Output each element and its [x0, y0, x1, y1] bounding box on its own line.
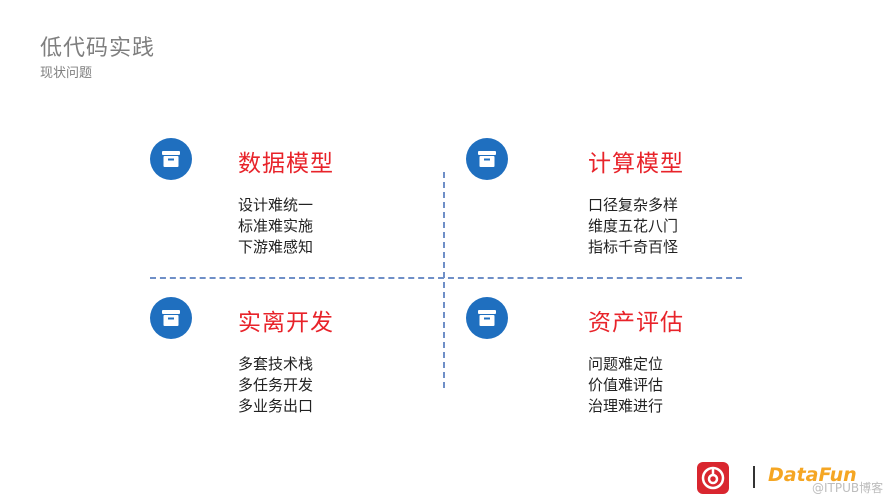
list-item: 多套技术栈	[238, 355, 314, 373]
archive-box-icon	[150, 138, 192, 180]
archive-box-icon	[466, 138, 508, 180]
archive-box-icon	[466, 297, 508, 339]
quadrant-title: 数据模型	[238, 151, 334, 177]
list-item: 问题难定位	[588, 355, 664, 373]
page-title: 低代码实践	[40, 36, 156, 61]
list-item: 治理难进行	[588, 397, 664, 415]
list-item: 标准难实施	[238, 217, 314, 235]
netease-logo-icon	[697, 462, 729, 494]
page-subtitle: 现状问题	[40, 66, 93, 81]
quadrant-title: 资产评估	[588, 310, 684, 336]
quadrant-title: 实离开发	[238, 310, 334, 336]
list-item: 价值难评估	[588, 376, 664, 394]
list-item: 多任务开发	[238, 376, 314, 394]
datafun-logo: DataFun	[768, 464, 857, 486]
list-item: 多业务出口	[238, 397, 314, 415]
quadrant-items: 问题难定位 价值难评估 治理难进行	[588, 354, 663, 417]
list-item: 口径复杂多样	[588, 196, 679, 214]
vertical-divider	[443, 172, 445, 388]
quadrant-items: 口径复杂多样 维度五花八门 指标千奇百怪	[588, 195, 678, 258]
list-item: 指标千奇百怪	[588, 238, 679, 256]
list-item: 设计难统一	[238, 196, 314, 214]
quadrant-title: 计算模型	[588, 151, 684, 177]
quadrant-items: 设计难统一 标准难实施 下游难感知	[238, 195, 313, 258]
list-item: 下游难感知	[238, 238, 314, 256]
archive-box-icon	[150, 297, 192, 339]
horizontal-divider	[150, 277, 742, 279]
list-item: 维度五花八门	[588, 217, 679, 235]
watermark: @ITPUB博客	[812, 481, 884, 495]
quadrant-items: 多套技术栈 多任务开发 多业务出口	[238, 354, 313, 417]
logo-separator	[753, 466, 755, 488]
